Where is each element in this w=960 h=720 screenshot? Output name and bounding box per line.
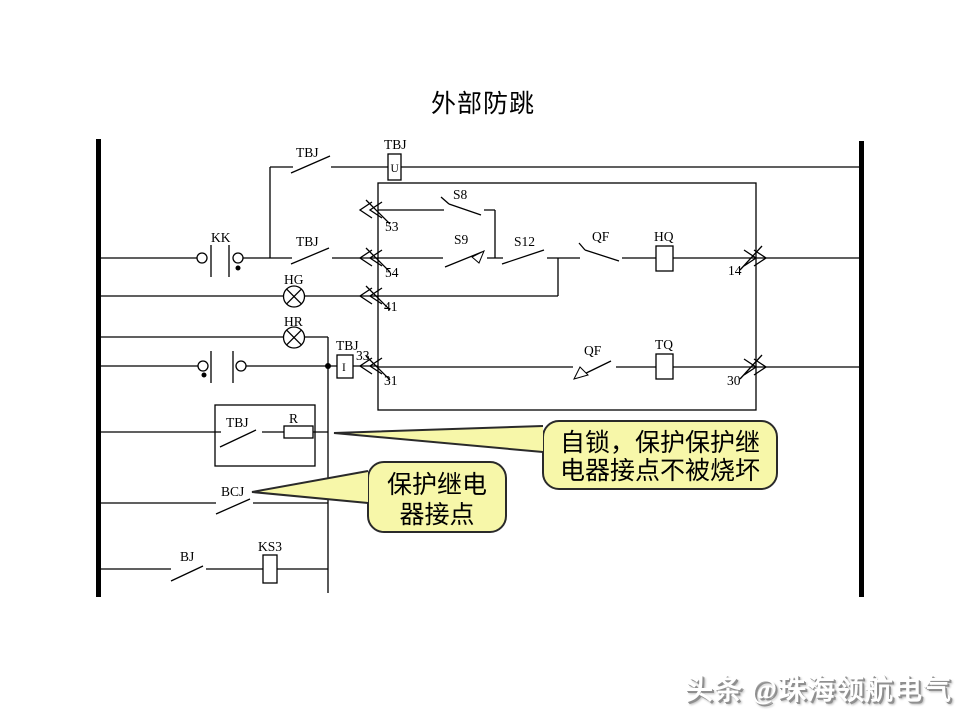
- label-tbj-contact-top: TBJ: [296, 145, 319, 160]
- callout-self-lock: 自锁，保护保护继 电器接点不被烧坏: [333, 420, 778, 490]
- control-switch-symbol-2: [197, 351, 247, 383]
- label-qf-close: QF: [592, 229, 610, 244]
- kk-position-dot: [235, 265, 241, 271]
- switch-contact-circle: [197, 360, 209, 372]
- label-tbj-contact-mid: TBJ: [296, 234, 319, 249]
- page-title: 外部防跳: [431, 90, 535, 118]
- contact-symbols: [170, 155, 620, 582]
- callout-tail: [333, 425, 544, 453]
- label-s9: S9: [454, 232, 469, 247]
- terminal-54: 54: [385, 265, 399, 280]
- label-tbj-coil-mid: TBJ: [336, 338, 359, 353]
- label-ks3: KS3: [258, 539, 282, 554]
- left-bus-bar: [96, 139, 101, 597]
- hr-lamp-icon: [282, 326, 306, 349]
- label-tq: TQ: [655, 337, 673, 352]
- kk-contact-circle: [196, 252, 208, 264]
- coil-boxes: [262, 153, 674, 584]
- switch-contact-circle: [235, 360, 247, 372]
- callout-relay-line2: 器接点: [399, 501, 474, 529]
- kk-switch-bars: [210, 245, 230, 277]
- terminal-33: 33: [356, 348, 370, 363]
- label-kk: KK: [211, 230, 231, 245]
- label-hg: HG: [284, 272, 304, 287]
- terminal-53: 53: [385, 219, 399, 234]
- watermark-text: 头条 @珠海领航电气: [684, 675, 952, 706]
- tbj-current-coil: [336, 354, 354, 379]
- ks3-coil: [262, 554, 278, 584]
- kk-switch-symbol: [196, 245, 244, 277]
- callout-selflock-line2: 电器接点不被烧坏: [560, 457, 760, 485]
- qf-trip-arrow-marker: [573, 366, 589, 380]
- s9-arrow-marker: [471, 249, 485, 264]
- hg-lamp-icon: [282, 285, 306, 308]
- label-tbj-coil-top: TBJ: [384, 137, 407, 152]
- label-bcj: BCJ: [221, 484, 244, 499]
- label-s12: S12: [514, 234, 535, 249]
- terminal-arrows: [358, 199, 768, 381]
- terminal-14: 14: [728, 263, 742, 278]
- label-s8: S8: [453, 187, 468, 202]
- callout-relay-line1: 保护继电: [387, 471, 487, 499]
- callout-relay-contact: 保护继电 器接点: [251, 461, 507, 533]
- terminal-31: 31: [384, 373, 398, 388]
- callout-selflock-line1: 自锁，保护保护继: [560, 429, 760, 457]
- tq-tripping-coil: [655, 353, 674, 380]
- switch-bars: [210, 351, 234, 383]
- hq-closing-coil: [655, 245, 674, 272]
- terminal-30: 30: [727, 373, 741, 388]
- junction-dot: [325, 363, 331, 369]
- wire-network: [101, 166, 859, 593]
- label-r: R: [289, 411, 298, 426]
- label-coil-i: I: [342, 362, 346, 374]
- label-tbj-seal: TBJ: [226, 415, 249, 430]
- callout-tail: [251, 470, 369, 504]
- label-bj: BJ: [180, 549, 194, 564]
- switch-position-dot: [201, 372, 207, 378]
- label-coil-u: U: [391, 163, 400, 175]
- label-hq: HQ: [654, 229, 674, 244]
- terminal-41: 41: [384, 299, 398, 314]
- tbj-voltage-coil: [387, 153, 402, 181]
- r-resistor: [283, 425, 314, 439]
- callout-body: [542, 420, 778, 490]
- seal-in-loop-box: [214, 404, 316, 467]
- label-qf-trip: QF: [584, 343, 602, 358]
- breaker-mechanism-box: [377, 182, 757, 411]
- kk-contact-circle: [232, 252, 244, 264]
- right-bus-bar: [859, 141, 864, 597]
- label-hr: HR: [284, 314, 303, 329]
